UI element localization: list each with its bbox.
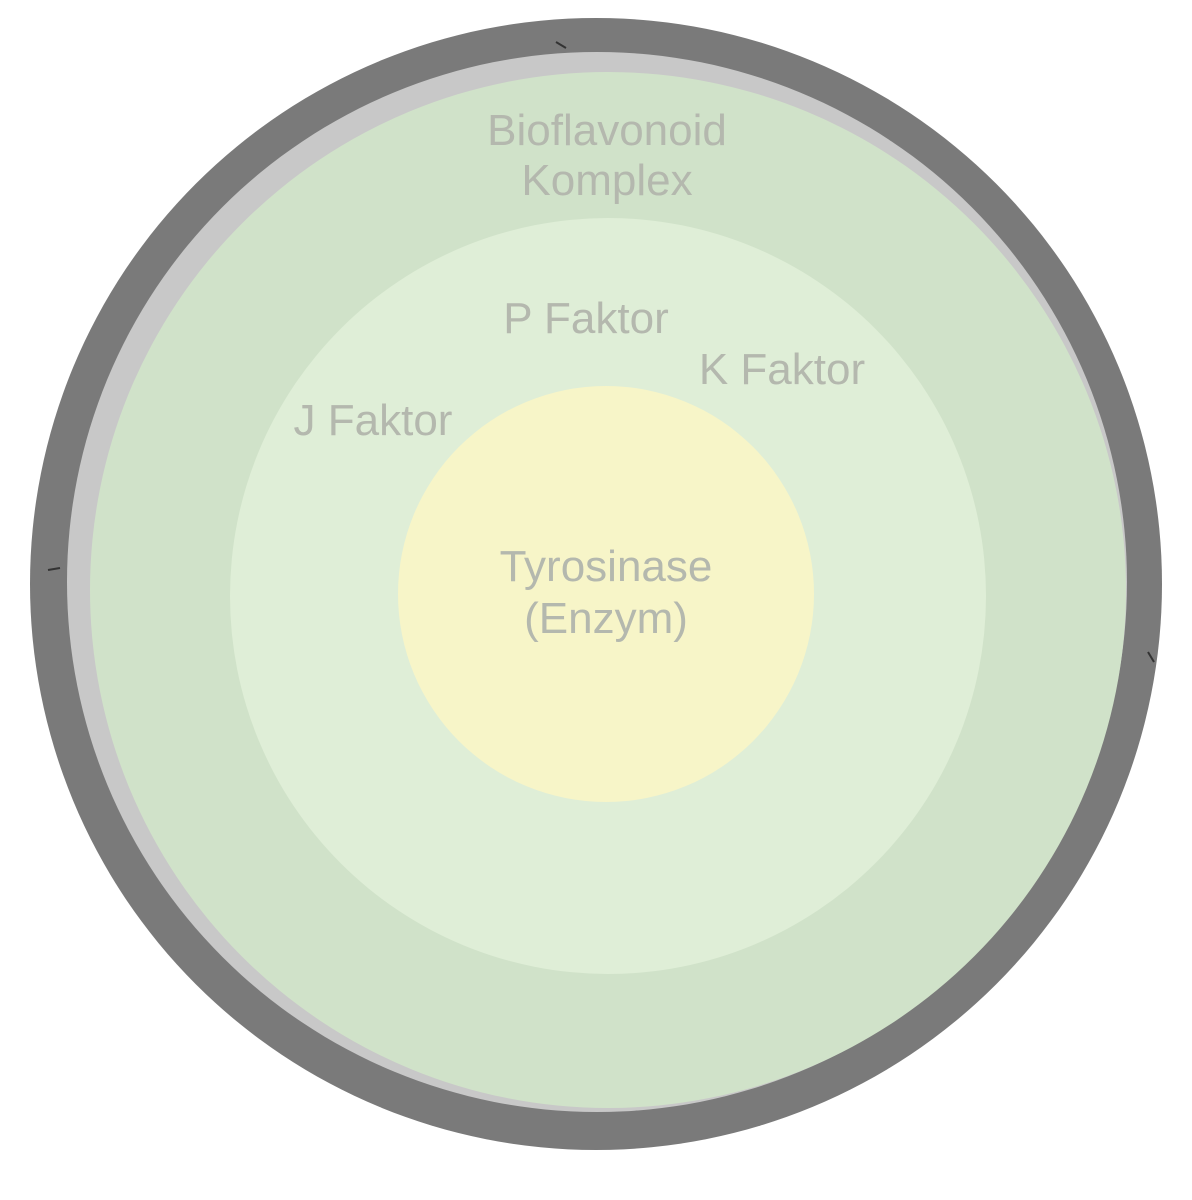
factor-label-j: J Faktor [294, 396, 453, 445]
core-label-line-2: (Enzym) [524, 594, 688, 643]
outer-ring-label-line-1: Bioflavonoid [487, 106, 727, 155]
frame-tick [47, 567, 61, 571]
factor-label-k: K Faktor [699, 345, 865, 394]
frame-tick [555, 41, 567, 49]
outer-ring-label-line-2: Komplex [521, 156, 692, 205]
core-label-line-1: Tyrosinase [500, 542, 713, 591]
layer-core [398, 386, 814, 802]
frame-tick [1147, 651, 1155, 663]
factor-label-p: P Faktor [503, 294, 668, 343]
